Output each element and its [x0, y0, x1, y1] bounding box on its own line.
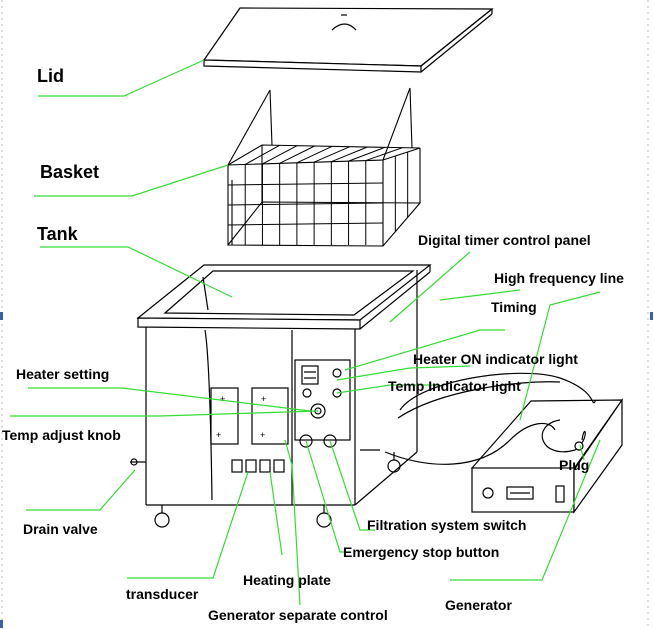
svg-text:+: + — [260, 430, 265, 440]
label-generator: Generator — [445, 597, 512, 613]
svg-text:+: + — [220, 394, 225, 404]
edge-marker-left — [0, 312, 3, 320]
leader-lines — [10, 59, 601, 606]
edge-marker-bottom-left — [0, 620, 3, 628]
label-heating-plate: Heating plate — [243, 572, 331, 588]
label-temp-indicator-light: Temp Indicator light — [388, 378, 521, 394]
label-heater-on-indicator-light: Heater ON indicator light — [413, 351, 578, 367]
basket-drawing — [226, 87, 422, 247]
label-generator-separate-control: Generator separate control — [208, 607, 388, 623]
edge-marker-right — [650, 312, 653, 320]
label-high-frequency-line: High frequency line — [494, 270, 624, 286]
svg-text:+: + — [216, 430, 221, 440]
label-basket: Basket — [40, 162, 100, 182]
label-heater-setting: Heater setting — [16, 366, 110, 382]
lid-drawing — [202, 7, 494, 73]
label-tank: Tank — [37, 224, 78, 244]
label-lid: Lid — [37, 66, 64, 86]
label-transducer: transducer — [126, 586, 199, 602]
tank-drawing: + + + + — [130, 264, 432, 528]
label-timing: Timing — [491, 299, 537, 315]
label-digital-timer-control-panel: Digital timer control panel — [418, 232, 591, 248]
svg-text:+: + — [261, 394, 266, 404]
label-temp-adjust-knob: Temp adjust knob — [2, 427, 121, 443]
label-plug: Plug — [559, 457, 590, 473]
label-emergency-stop-button: Emergency stop button — [343, 544, 500, 560]
generator-drawing — [384, 372, 624, 514]
label-filtration-system-switch: Filtration system switch — [367, 517, 527, 533]
label-drain-valve: Drain valve — [23, 521, 98, 537]
